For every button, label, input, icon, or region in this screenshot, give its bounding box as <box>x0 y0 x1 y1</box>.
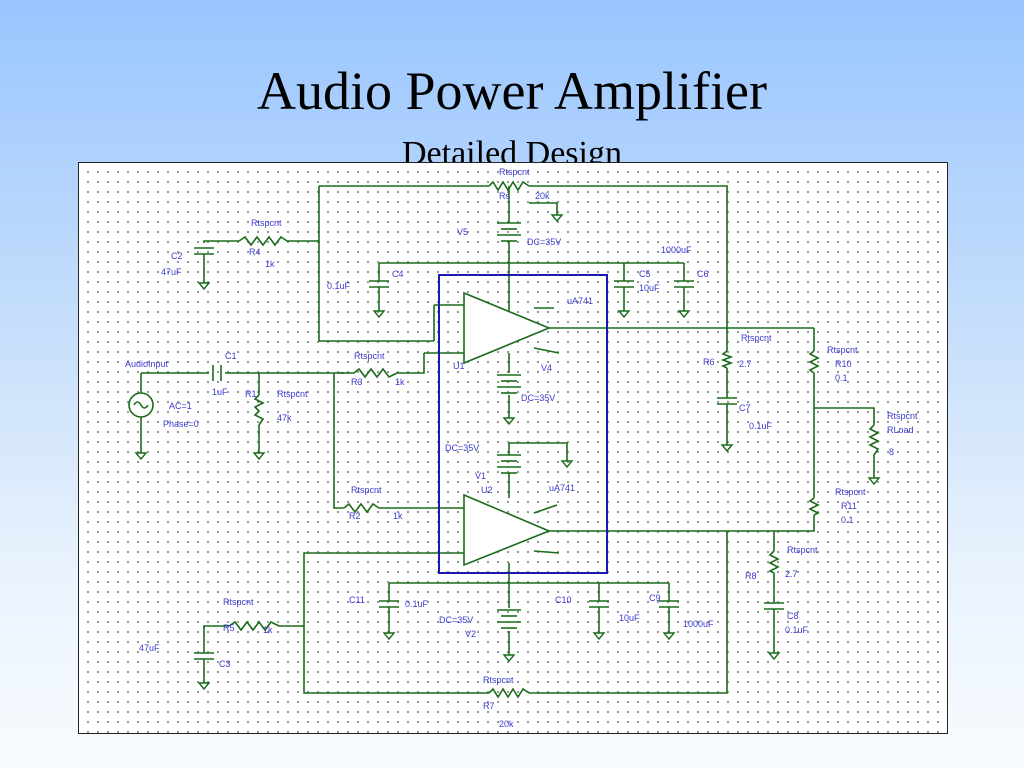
dc-sources <box>497 215 521 629</box>
label-c6-val: 1000uF <box>661 245 692 255</box>
label-c1-ref: C1 <box>225 351 237 361</box>
label-c8-ref: C8 <box>787 611 799 621</box>
label-r7-name: Rtspcnt <box>483 675 514 685</box>
resistor-r2 <box>343 502 380 514</box>
label-r10-val: 0.1 <box>835 373 848 383</box>
label-rload-ref: RLoad <box>887 425 914 435</box>
resistor-r1 <box>253 394 265 426</box>
resistor-r7 <box>488 687 530 699</box>
label-v5-val: DC=35V <box>527 237 561 247</box>
capacitors <box>194 247 784 683</box>
label-r5-ref: R5 <box>223 623 235 633</box>
resistor-r5 <box>228 620 280 632</box>
label-r8-name: Rtspcnt <box>787 545 818 555</box>
resistor-r8 <box>768 550 780 574</box>
label-u1-ref: U1 <box>453 361 465 371</box>
label-r1-ref: R1 <box>245 389 257 399</box>
label-c9-val: 1000uF <box>683 619 714 629</box>
label-r6-ref: R6 <box>703 357 715 367</box>
label-r11-name: Rtspcnt <box>835 487 866 497</box>
resistor-rload <box>868 424 880 456</box>
label-ac-val: AC=1 <box>169 401 192 411</box>
label-c2-val: 47uF <box>161 267 182 277</box>
label-c3-ref: C3 <box>219 659 231 669</box>
label-r8-ref: R8 <box>745 571 757 581</box>
label-c2-ref: C2 <box>171 251 183 261</box>
label-v2-ref: V2 <box>465 629 476 639</box>
label-r11-ref: R11 <box>841 501 857 511</box>
label-r3-val: 1k <box>395 377 405 387</box>
label-r4-name: Rtspcnt <box>251 218 282 228</box>
label-r8-val: 2.7 <box>785 569 798 579</box>
label-c8-val: 0.1uF <box>785 625 809 635</box>
label-c1-val: 1uF <box>212 387 228 397</box>
label-r6-val: 2.7 <box>739 359 752 369</box>
label-rtop-ref: Rs <box>499 191 510 201</box>
label-u1-part: uA741 <box>567 296 593 306</box>
resistors <box>228 180 880 699</box>
label-phase-val: Phase=0 <box>163 419 199 429</box>
label-r11-val: 0.1 <box>841 515 854 525</box>
label-c10-ref: C10 <box>555 595 572 605</box>
label-v1-val: DC=35V <box>445 443 479 453</box>
label-v5-ref: V5 <box>457 227 468 237</box>
resistor-rtop <box>488 180 530 192</box>
label-r5-name: Rtspcnt <box>223 597 254 607</box>
label-rload-val: 8 <box>889 447 894 457</box>
opamp-u2 <box>463 493 552 567</box>
label-r10-name: Rtspcnt <box>827 345 858 355</box>
resistor-r10 <box>808 350 820 374</box>
label-v4-val: DC=35V <box>521 393 555 403</box>
label-c7-val: 0.1uF <box>749 421 773 431</box>
label-rtop-val: 20k <box>535 191 550 201</box>
label-c5-ref: C5 <box>639 269 651 279</box>
label-c4-val: 0.1uF <box>327 281 351 291</box>
label-r7-val: 20k <box>499 719 514 729</box>
label-v2-val: DC=35V <box>439 615 473 625</box>
wire-network <box>140 185 875 694</box>
label-c10-val: 10uF <box>619 613 640 623</box>
resistor-r3 <box>353 367 398 379</box>
label-r10-ref: R10 <box>835 359 852 369</box>
ac-source-wave <box>133 401 149 409</box>
label-r3-name: Rtspcnt <box>354 351 385 361</box>
label-v1-ref: V1 <box>475 471 486 481</box>
schematic-labels: Rtspcnt Rs 20k Rtspcnt R4 1k C2 47uF V5 … <box>125 167 918 729</box>
label-u2-ref: U2 <box>481 485 493 495</box>
label-c4-ref: C4 <box>392 269 404 279</box>
label-r1-val: 47k <box>277 413 292 423</box>
label-c11-ref: C11 <box>349 595 365 605</box>
label-c7-ref: C7 <box>739 403 751 413</box>
label-r2-name: Rtspcnt <box>351 485 382 495</box>
label-r6-name: Rtspcnt <box>741 333 772 343</box>
schematic-panel: Rtspcnt Rs 20k Rtspcnt R4 1k C2 47uF V5 … <box>78 162 948 734</box>
label-c9-ref: C9 <box>649 593 661 603</box>
label-c6-ref: C6 <box>697 269 709 279</box>
label-r2-val: 1k <box>393 511 403 521</box>
resistor-r6 <box>720 350 734 369</box>
resistor-r4 <box>238 235 288 247</box>
label-rtop-name: Rtspcnt <box>499 167 530 177</box>
label-r3-ref: R3 <box>351 377 363 387</box>
slide-title: Audio Power Amplifier <box>257 61 767 121</box>
label-r4-ref: R4 <box>249 247 261 257</box>
opamp-u1 <box>463 291 552 365</box>
schematic-diagram: Rtspcnt Rs 20k Rtspcnt R4 1k C2 47uF V5 … <box>125 167 918 729</box>
label-r5-val: 1k <box>263 625 273 635</box>
label-r1-name: Rtspcnt <box>277 389 308 399</box>
label-audioinput: AudioInput <box>125 359 169 369</box>
label-rload-name: Rtspcnt <box>887 411 918 421</box>
label-r7-ref: R7 <box>483 701 495 711</box>
label-c3-val: 47uF <box>139 643 160 653</box>
label-r2-ref: R2 <box>349 511 361 521</box>
label-c11-val: 0.1uF <box>405 599 429 609</box>
label-v4-ref: V4 <box>541 363 552 373</box>
label-r4-val: 1k <box>265 259 275 269</box>
resistor-r11 <box>808 497 820 516</box>
label-c5-val: 10uF <box>639 283 660 293</box>
label-u2-part: uA741 <box>549 483 575 493</box>
opamp-enclosure <box>438 274 608 574</box>
ground-symbols <box>134 214 881 691</box>
